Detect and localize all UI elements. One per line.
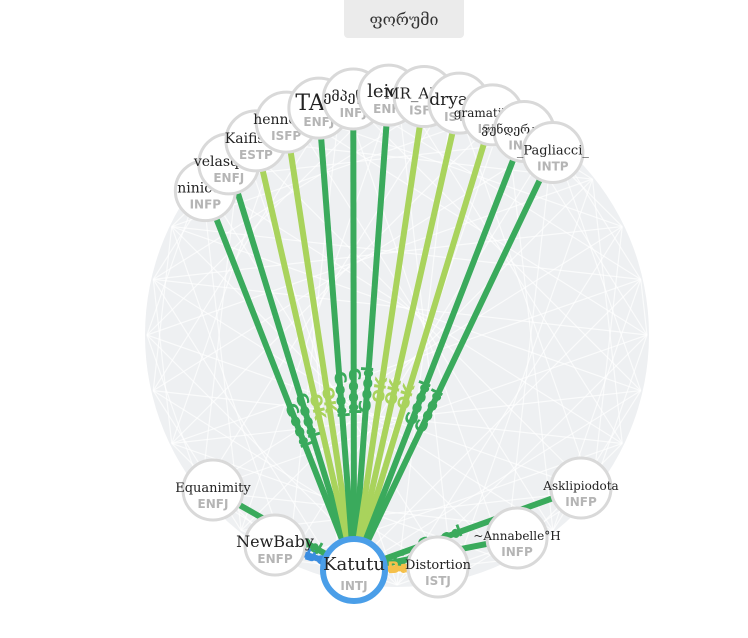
edge-ok xyxy=(253,140,357,571)
node-name: _Pagliacci_ xyxy=(517,144,590,159)
edge-label: Good xyxy=(330,371,352,419)
node-name: NewBaby xyxy=(236,532,314,551)
edge-label: OK xyxy=(318,385,341,414)
mesh-line xyxy=(504,109,554,531)
mesh-line xyxy=(552,139,642,391)
edge-label: OK xyxy=(368,375,391,404)
node-circle xyxy=(181,458,245,522)
mesh-line xyxy=(171,109,506,444)
mesh-line xyxy=(452,178,594,579)
edge-good xyxy=(315,107,357,571)
edge-good xyxy=(351,130,527,572)
node-type: INTP xyxy=(537,160,569,174)
mesh-line xyxy=(340,278,642,580)
mesh-line xyxy=(452,91,594,492)
edge-ok xyxy=(351,102,463,571)
mesh-line xyxy=(171,225,641,392)
edge-good xyxy=(202,189,357,572)
node-name: ~Annabelle°H xyxy=(473,529,560,543)
center-node-name: Katutu xyxy=(323,554,385,575)
node-circle xyxy=(549,456,613,520)
mesh-line xyxy=(153,278,648,336)
node-type: INFP xyxy=(565,495,597,509)
center-node[interactable]: Katutu INTJ xyxy=(320,536,388,604)
mesh-line xyxy=(152,390,453,580)
center-ring xyxy=(320,536,388,604)
mesh-line xyxy=(153,225,623,280)
forum-tab[interactable]: ფორუმი xyxy=(344,0,464,38)
node-type: ISTJ xyxy=(425,574,451,588)
node-circle xyxy=(406,535,470,599)
node-type: ENFJ xyxy=(213,171,244,185)
node-circle xyxy=(485,506,549,570)
node-type: ENFJ xyxy=(303,115,334,129)
node-type: INFP xyxy=(501,545,533,559)
mesh-line xyxy=(591,226,623,491)
edge-good xyxy=(351,94,392,571)
node-name: Distortion xyxy=(405,558,472,573)
node-name: Equanimity xyxy=(175,481,251,496)
edges-layer xyxy=(202,94,583,573)
edge-label: Good xyxy=(355,366,377,414)
edge-label: Good xyxy=(345,368,364,415)
mesh-line xyxy=(171,278,641,445)
edge-ok xyxy=(351,96,428,571)
mesh-line xyxy=(201,226,623,492)
node-type: ENFP xyxy=(257,552,292,566)
edge-good xyxy=(351,151,556,572)
mesh-line xyxy=(288,109,554,531)
node[interactable]: ~Annabelle°H INFP xyxy=(473,506,561,570)
edge-ok xyxy=(351,114,496,571)
node-type: INFP xyxy=(190,198,222,212)
node-name: Asklipiodota xyxy=(542,479,618,493)
edge-good xyxy=(352,485,583,573)
mesh-line xyxy=(146,334,593,492)
mesh-line xyxy=(504,139,554,561)
edge-ok xyxy=(283,121,357,571)
mesh-line xyxy=(640,279,648,336)
nodes-layer: NewBabyENFPEquanimityENFJninicoolINFPvel… xyxy=(173,63,619,599)
mesh-line xyxy=(240,84,398,531)
mesh-line xyxy=(171,226,290,561)
mesh-line xyxy=(171,390,641,445)
node[interactable]: _Pagliacci_INTP xyxy=(517,121,590,185)
mesh-line xyxy=(201,334,648,492)
mesh-line xyxy=(241,490,593,532)
mesh-line xyxy=(396,226,623,586)
mesh-line xyxy=(146,178,593,336)
mesh-line xyxy=(201,90,454,492)
mesh-line xyxy=(288,109,623,228)
edge-good xyxy=(225,162,357,571)
node-type: ESTP xyxy=(239,148,273,162)
center-node-type: INTJ xyxy=(340,579,367,593)
node-circle xyxy=(521,121,585,185)
edge-good xyxy=(350,99,357,571)
node-type: ENFJ xyxy=(198,497,229,511)
mesh-line xyxy=(591,179,623,444)
mesh-line xyxy=(152,279,342,580)
node-type: ISFP xyxy=(271,129,301,143)
mesh-line xyxy=(340,91,507,561)
node-type: INFJ xyxy=(340,106,367,120)
node-circle xyxy=(243,513,307,577)
